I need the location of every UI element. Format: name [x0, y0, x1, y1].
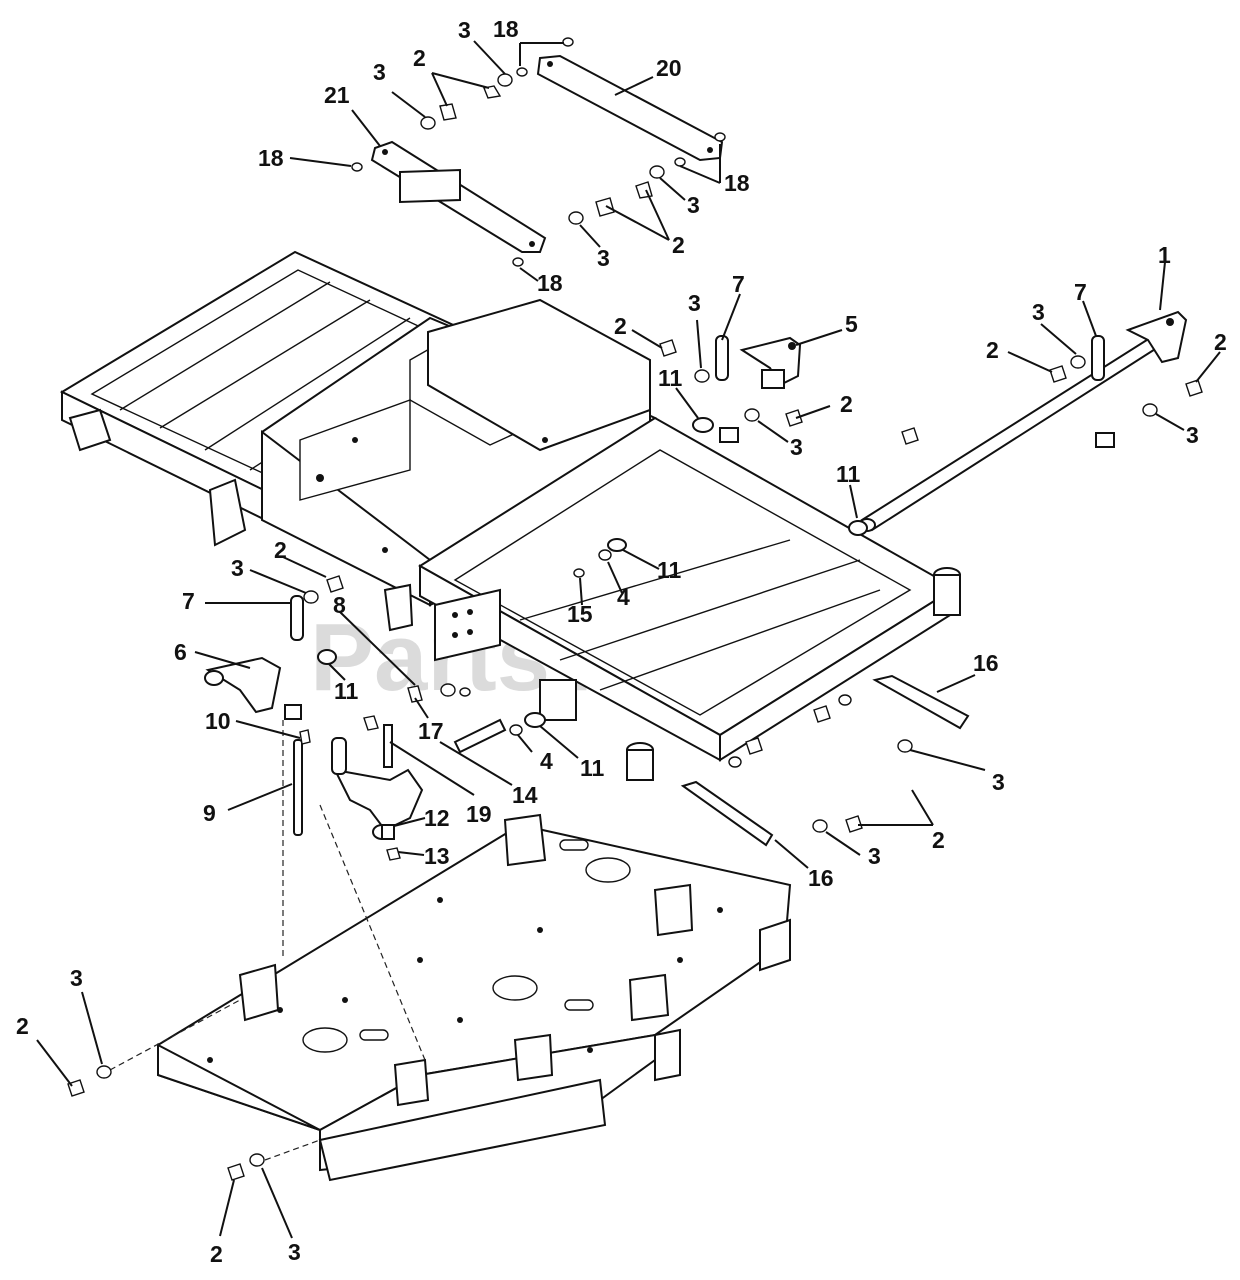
callout-2: 2: [932, 827, 945, 853]
leader-lines: [36, 40, 1221, 1239]
callout-14: 14: [512, 782, 538, 808]
callout-4: 4: [540, 748, 553, 774]
callout-3: 3: [231, 555, 244, 581]
callout-11: 11: [658, 365, 683, 391]
callout-2: 2: [986, 337, 999, 363]
callout-2: 2: [672, 232, 685, 258]
callout-16: 16: [808, 865, 834, 891]
callout-8: 8: [333, 592, 346, 618]
callout-18: 18: [258, 145, 284, 171]
callout-11: 11: [580, 755, 605, 781]
callout-3: 3: [288, 1239, 301, 1265]
callout-3: 3: [1186, 422, 1199, 448]
lift-link-20: [536, 54, 724, 162]
callout-16: 16: [973, 650, 999, 676]
callout-6: 6: [174, 639, 187, 665]
callout-13: 13: [424, 843, 450, 869]
callout-2: 2: [210, 1241, 223, 1267]
callout-10: 10: [205, 708, 231, 734]
callout-3: 3: [868, 843, 881, 869]
callout-7: 7: [1074, 279, 1087, 305]
callout-2: 2: [16, 1013, 29, 1039]
handle-rod-16: [680, 674, 970, 847]
callout-17: 17: [418, 718, 444, 744]
lift-link-21: [370, 140, 547, 253]
callout-15: 15: [567, 601, 593, 627]
callout-5: 5: [845, 311, 858, 337]
callout-2: 2: [413, 45, 426, 71]
callout-20: 20: [656, 55, 682, 81]
main-frame: [59, 250, 961, 781]
callout-11: 11: [836, 461, 861, 487]
lift-link-9: [293, 737, 347, 836]
callout-3: 3: [790, 434, 803, 460]
callout-18: 18: [537, 270, 563, 296]
callout-3: 3: [688, 290, 701, 316]
callouts: 1 2 2 2 2 2 2 2 2 2 2 2 3 3 3 3 3 3 3 3 …: [16, 16, 1227, 1267]
callout-12: 12: [424, 805, 450, 831]
reference-lines: [109, 720, 426, 1161]
callout-21: 21: [324, 82, 350, 108]
callout-3: 3: [597, 245, 610, 271]
callout-2: 2: [840, 391, 853, 417]
callout-3: 3: [687, 192, 700, 218]
callout-3: 3: [1032, 299, 1045, 325]
callout-2: 2: [1214, 329, 1227, 355]
lift-bracket-6: [204, 656, 302, 720]
callout-11: 11: [334, 678, 359, 704]
callout-3: 3: [373, 59, 386, 85]
hardware: [67, 37, 1203, 1181]
callout-9: 9: [203, 800, 216, 826]
callout-7: 7: [182, 588, 195, 614]
callout-2: 2: [274, 537, 287, 563]
bushings: [317, 417, 1115, 728]
bolt-19: [383, 724, 393, 768]
rod-ends-7: [290, 335, 1105, 641]
lift-bracket-5: [739, 336, 802, 389]
callout-3: 3: [992, 769, 1005, 795]
callout-18: 18: [493, 16, 519, 42]
callout-3: 3: [70, 965, 83, 991]
callout-18: 18: [724, 170, 750, 196]
lift-shaft-1: [858, 310, 1188, 532]
callout-1: 1: [1158, 242, 1171, 268]
mower-deck: [157, 813, 792, 1182]
callout-2: 2: [614, 313, 627, 339]
lift-arm-14: [333, 718, 507, 840]
callout-7: 7: [732, 271, 745, 297]
callout-4: 4: [617, 584, 630, 610]
callout-11: 11: [657, 557, 682, 583]
callout-3: 3: [458, 17, 471, 43]
callout-19: 19: [466, 801, 492, 827]
